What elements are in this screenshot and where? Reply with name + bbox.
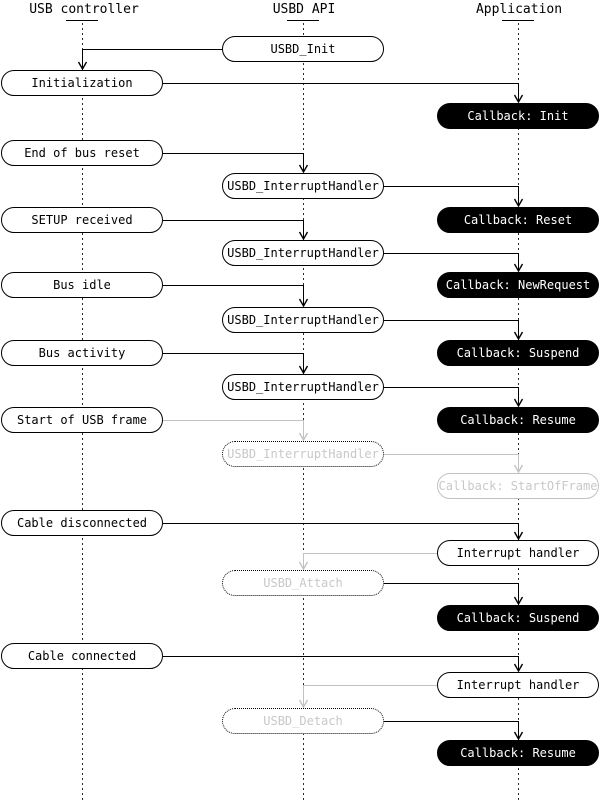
node-initialization: Initialization (1, 70, 163, 96)
arrowhead-into-usbd-attach (298, 561, 309, 571)
node-interrupt-handler-1: Interrupt handler (437, 540, 599, 566)
connector-usbd-detach-to-callback-resume-2 (384, 721, 519, 739)
node-usbd-init: USBD_Init (222, 36, 384, 62)
node-cable-disconnected: Cable disconnected (1, 510, 163, 536)
connector-bus-activity-to-usbd-interrupthandler-4 (163, 353, 304, 373)
arrowhead-into-interrupt-handler-1 (513, 531, 524, 541)
arrowhead-into-usbd-interrupthandler-2 (298, 231, 309, 241)
node-callback-startofframe: Callback: StartOfFrame (437, 473, 599, 499)
connector-usbd-interrupthandler-1-to-callback-reset (384, 186, 519, 206)
connector-usbd-interrupthandler-2-to-callback-newrequest (384, 253, 519, 271)
node-bus-idle: Bus idle (1, 272, 163, 298)
connector-usbd-interrupthandler-5-to-callback-startofframe (384, 454, 519, 472)
arrowhead-into-usbd-interrupthandler-5 (298, 432, 309, 442)
node-callback-reset: Callback: Reset (437, 207, 599, 233)
connector-end-of-bus-reset-to-usbd-interrupthandler-1 (163, 153, 304, 172)
node-end-of-bus-reset: End of bus reset (1, 140, 163, 166)
node-cable-connected: Cable connected (1, 643, 163, 669)
column-header-application: Application (475, 2, 563, 17)
connector-cable-connected-to-interrupt-handler-2 (163, 656, 519, 671)
arrowhead-into-callback-resume-1 (513, 398, 524, 408)
connector-usbd-interrupthandler-4-to-callback-resume-1 (384, 387, 519, 406)
arrowhead-into-initialization (77, 61, 88, 71)
column-header-usb-controller: USB controller (29, 2, 139, 17)
node-usbd-interrupthandler-3: USBD_InterruptHandler (222, 307, 384, 333)
node-interrupt-handler-2: Interrupt handler (437, 672, 599, 698)
arrowhead-into-callback-suspend-2 (513, 596, 524, 606)
node-bus-activity: Bus activity (1, 340, 163, 366)
arrowhead-into-callback-resume-2 (513, 731, 524, 741)
node-callback-init: Callback: Init (437, 103, 599, 129)
arrowhead-into-callback-init (513, 94, 524, 104)
arrowhead-into-callback-suspend-1 (513, 331, 524, 341)
node-setup-received: SETUP received (1, 207, 163, 233)
connector-usbd-init-to-initialization (82, 49, 222, 69)
connector-initialization-to-callback-init (163, 83, 519, 102)
node-usbd-interrupthandler-5: USBD_InterruptHandler (222, 441, 384, 467)
connector-interrupt-handler-1-to-usbd-attach (303, 553, 437, 569)
connector-bus-idle-to-usbd-interrupthandler-3 (163, 285, 304, 306)
connector-setup-received-to-usbd-interrupthandler-2 (163, 220, 304, 239)
node-callback-resume-2: Callback: Resume (437, 740, 599, 766)
arrowhead-into-callback-newrequest (513, 263, 524, 273)
arrowhead-into-callback-startofframe (513, 464, 524, 474)
node-callback-suspend-1: Callback: Suspend (437, 340, 599, 366)
node-callback-newrequest: Callback: NewRequest (437, 272, 599, 298)
node-start-of-usb-frame: Start of USB frame (1, 407, 163, 433)
arrowhead-into-callback-reset (513, 198, 524, 208)
node-callback-suspend-2: Callback: Suspend (437, 605, 599, 631)
connector-interrupt-handler-2-to-usbd-detach (303, 685, 437, 707)
arrowhead-into-usbd-detach (298, 699, 309, 709)
arrowhead-into-usbd-interrupthandler-3 (298, 298, 309, 308)
connector-usbd-attach-to-callback-suspend-2 (384, 583, 519, 604)
node-usbd-interrupthandler-1: USBD_InterruptHandler (222, 173, 384, 199)
node-callback-resume-1: Callback: Resume (437, 407, 599, 433)
connector-cable-disconnected-to-interrupt-handler-1 (163, 523, 519, 539)
connector-usbd-interrupthandler-3-to-callback-suspend-1 (384, 320, 519, 339)
arrowhead-into-usbd-interrupthandler-4 (298, 365, 309, 375)
column-header-usbd-api: USBD API (272, 2, 336, 17)
node-usbd-interrupthandler-4: USBD_InterruptHandler (222, 374, 384, 400)
node-usbd-attach: USBD_Attach (222, 570, 384, 596)
connector-start-of-usb-frame-to-usbd-interrupthandler-5 (163, 420, 304, 440)
arrowhead-into-usbd-interrupthandler-1 (298, 164, 309, 174)
arrowhead-into-interrupt-handler-2 (513, 663, 524, 673)
node-usbd-interrupthandler-2: USBD_InterruptHandler (222, 240, 384, 266)
node-usbd-detach: USBD_Detach (222, 708, 384, 734)
